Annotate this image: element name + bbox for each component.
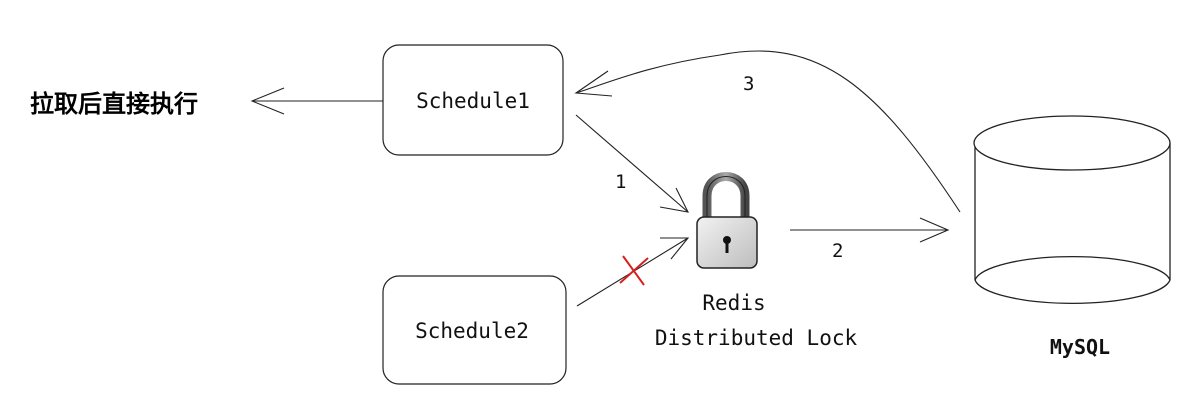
arrow-line: [575, 114, 689, 213]
arrow-step2: 2: [790, 217, 950, 262]
arrowhead: [919, 217, 950, 243]
padlock-icon: [696, 172, 758, 269]
padlock-keyhole-slot: [725, 240, 729, 253]
lock-label-line1: Redis: [702, 291, 765, 315]
arrow-step1: 1: [575, 114, 689, 213]
arrowhead: [659, 187, 689, 213]
red-x-stroke-b: [619, 257, 649, 284]
step1-label: 1: [615, 171, 626, 193]
side-note-label: 拉取后直接执行: [30, 90, 198, 118]
schedule2-node: Schedule2: [382, 275, 567, 385]
step3-label: 3: [743, 73, 754, 95]
lock-label-line2: Distributed Lock: [655, 326, 858, 350]
database-label: MySQL: [1050, 335, 1110, 359]
arrow-curve: [575, 50, 961, 213]
arrowhead: [250, 87, 285, 115]
cylinder-top: [973, 115, 1171, 171]
arrowhead: [574, 70, 613, 97]
cylinder-body: [974, 143, 1171, 305]
schedule2-label: Schedule2: [415, 319, 529, 343]
database-cylinder-icon: [973, 115, 1171, 305]
arrow-schedule2-blocked: [576, 237, 690, 307]
red-x-icon: [619, 255, 649, 286]
schedule1-node: Schedule1: [382, 44, 564, 156]
step2-label: 2: [832, 240, 843, 262]
arrow-step3: 3: [574, 50, 961, 213]
schedule2-box: [382, 275, 567, 385]
cylinder-inner-curve: [974, 255, 1171, 281]
arrow-schedule1-to-note: [250, 87, 383, 115]
padlock-shackle: [702, 172, 750, 223]
schedule1-label: Schedule1: [416, 89, 530, 113]
arrowhead: [660, 237, 690, 260]
padlock-shackle-outline: [706, 176, 746, 218]
schedule1-box: [382, 44, 564, 156]
